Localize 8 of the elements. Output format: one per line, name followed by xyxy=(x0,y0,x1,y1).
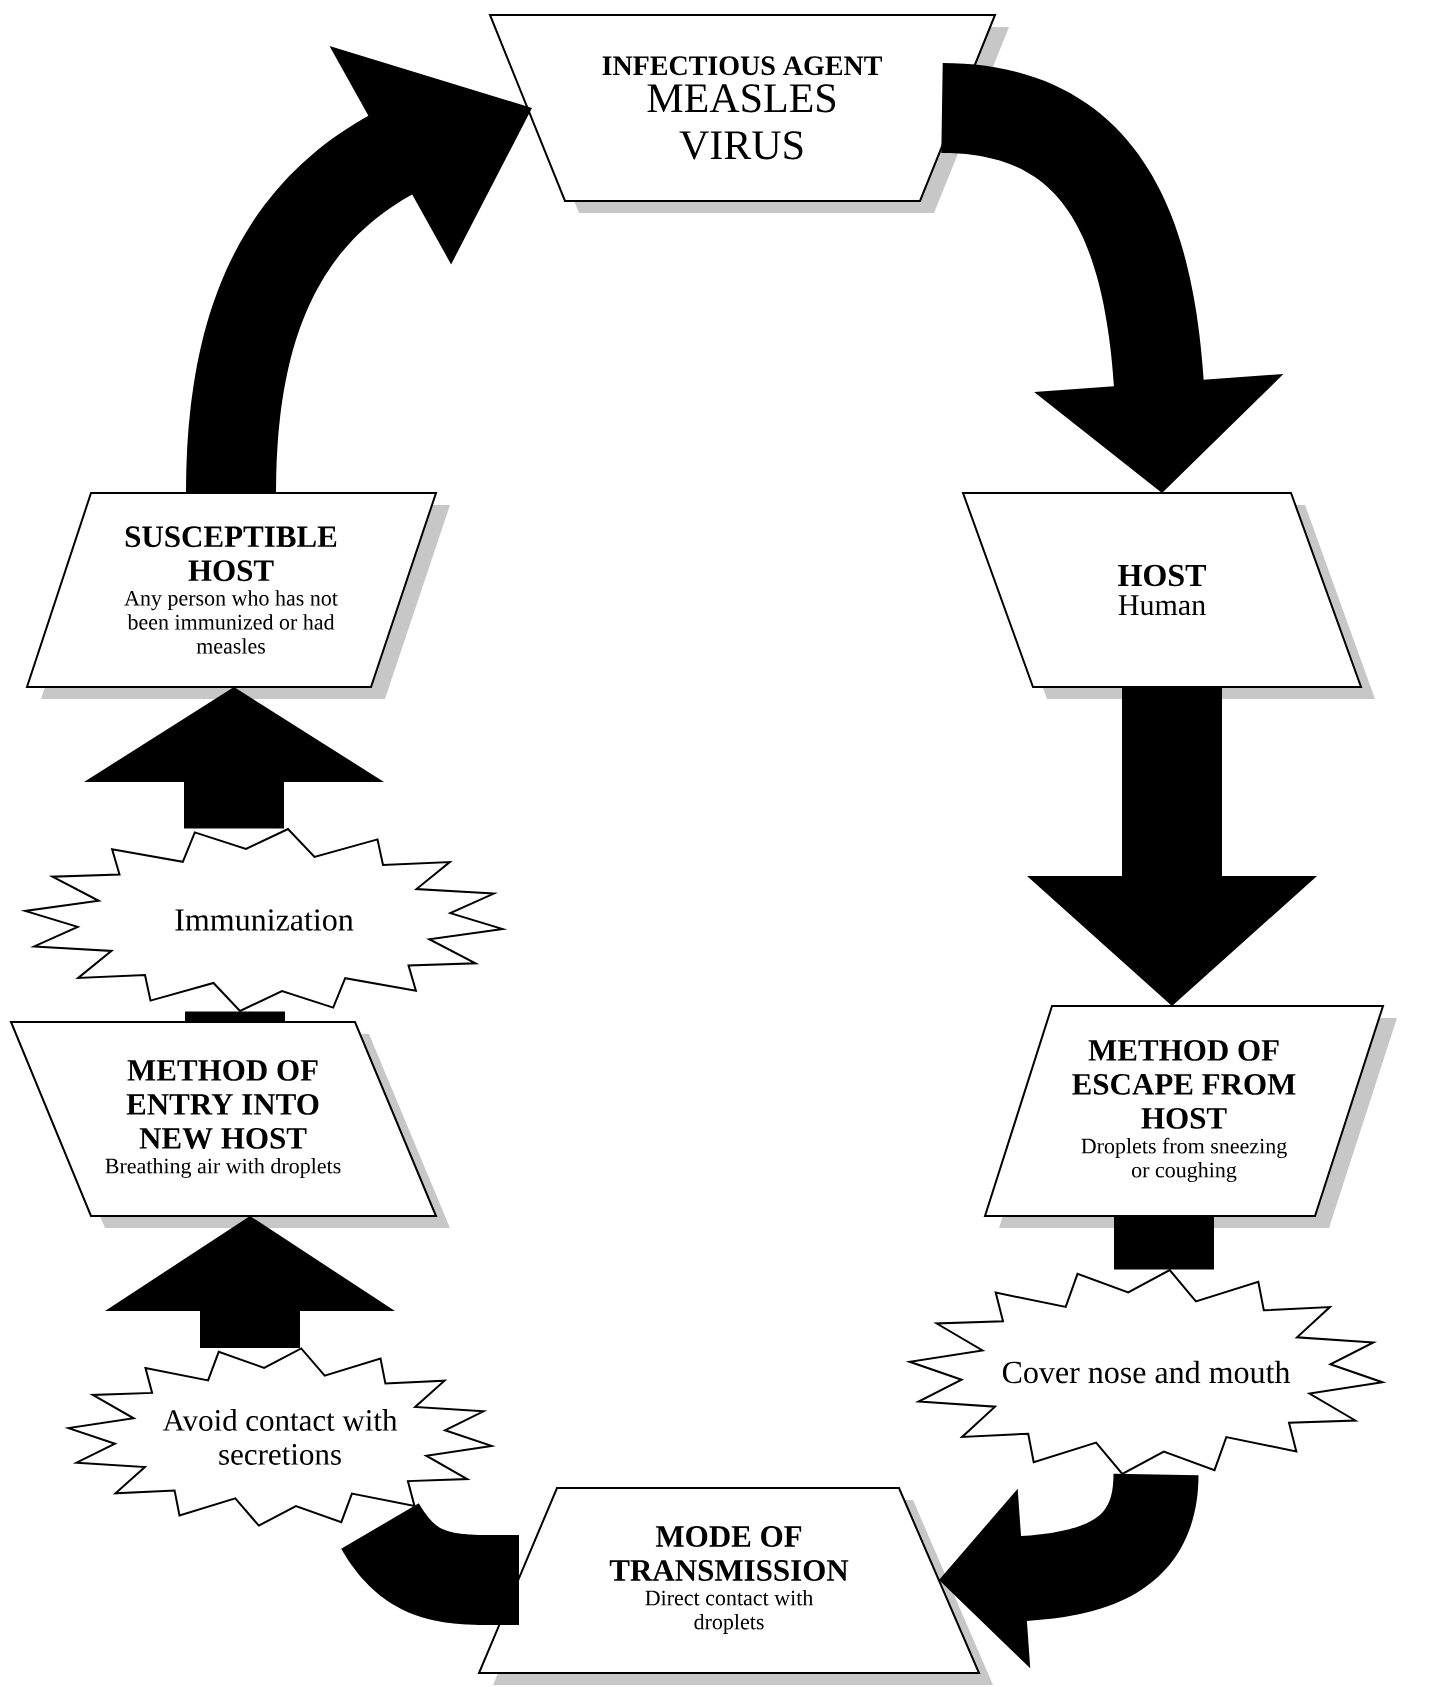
arrow xyxy=(1027,687,1317,1006)
arrow xyxy=(341,1503,519,1626)
arrow xyxy=(84,687,384,829)
arrow xyxy=(185,1011,285,1022)
node-label: Direct contact with droplets xyxy=(645,1589,814,1634)
arrow xyxy=(1114,1216,1214,1270)
node-label: MODE OF TRANSMISSION xyxy=(609,1526,849,1581)
arrow xyxy=(105,1216,395,1348)
